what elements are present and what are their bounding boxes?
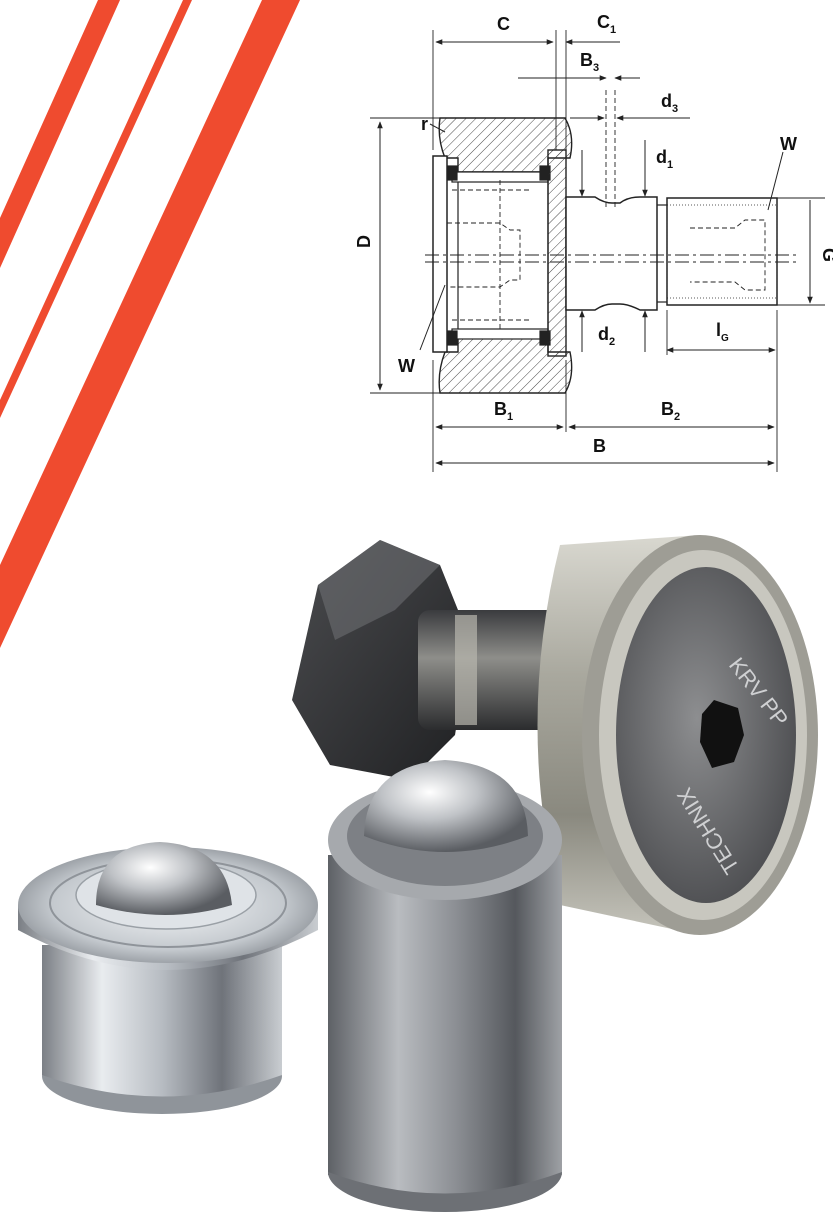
thread-lines [666,204,778,299]
dimension-lines [377,39,813,466]
shaft-highlight-band [455,615,477,725]
extension-lines [370,30,825,472]
label-B1: B1 [494,399,513,423]
plain-ball [364,760,528,852]
plain-body-front [328,870,562,1194]
label-W-bottom: W [398,356,415,376]
brand-stripe-wide [0,0,300,648]
label-d2: d2 [598,324,615,348]
label-W-top: W [780,134,797,154]
dimension-labels: C C1 B3 d3 r W d1 D G d2 lG W B1 B2 B [354,12,833,456]
hex-nut-face-highlight [318,540,440,640]
label-D: D [354,235,374,248]
cam-follower-photo: KRV PP TECHNIX [292,535,818,935]
leader-r [429,123,446,133]
needle-row-bottom [451,328,549,340]
label-B2: B2 [661,399,680,423]
thrust-washer [547,149,567,357]
technical-drawing: C C1 B3 d3 r W d1 D G d2 lG W B1 B2 B [354,12,833,472]
leader-W-bottom [419,284,446,351]
label-G: G [819,248,833,262]
hex-socket-icon [700,700,744,768]
flanged-ball [96,842,232,915]
brand-stripe-thin-right [0,0,192,418]
brand-stripe-thin-left [0,0,120,268]
stud-shaft [418,610,558,730]
plain-ball-transfer-unit-photo [328,760,562,1212]
label-C: C [497,14,510,34]
hidden-lines [447,90,766,330]
flanged-body-front [42,960,282,1097]
brand-stripes [0,0,300,648]
label-d3: d3 [661,91,678,115]
stud-shank [565,196,658,311]
seal-top-left [446,165,458,181]
label-B3: B3 [580,50,599,74]
stud-thread [666,197,778,306]
stud-head-flange [432,155,448,353]
flanged-ball-transfer-unit-photo [18,842,318,1114]
label-lG: lG [716,320,729,344]
label-B: B [593,436,606,456]
label-r: r [421,114,428,134]
label-d1: d1 [656,147,673,171]
seal-bottom-left [446,330,458,346]
label-C1: C1 [597,12,616,36]
leader-W-top [767,151,784,211]
